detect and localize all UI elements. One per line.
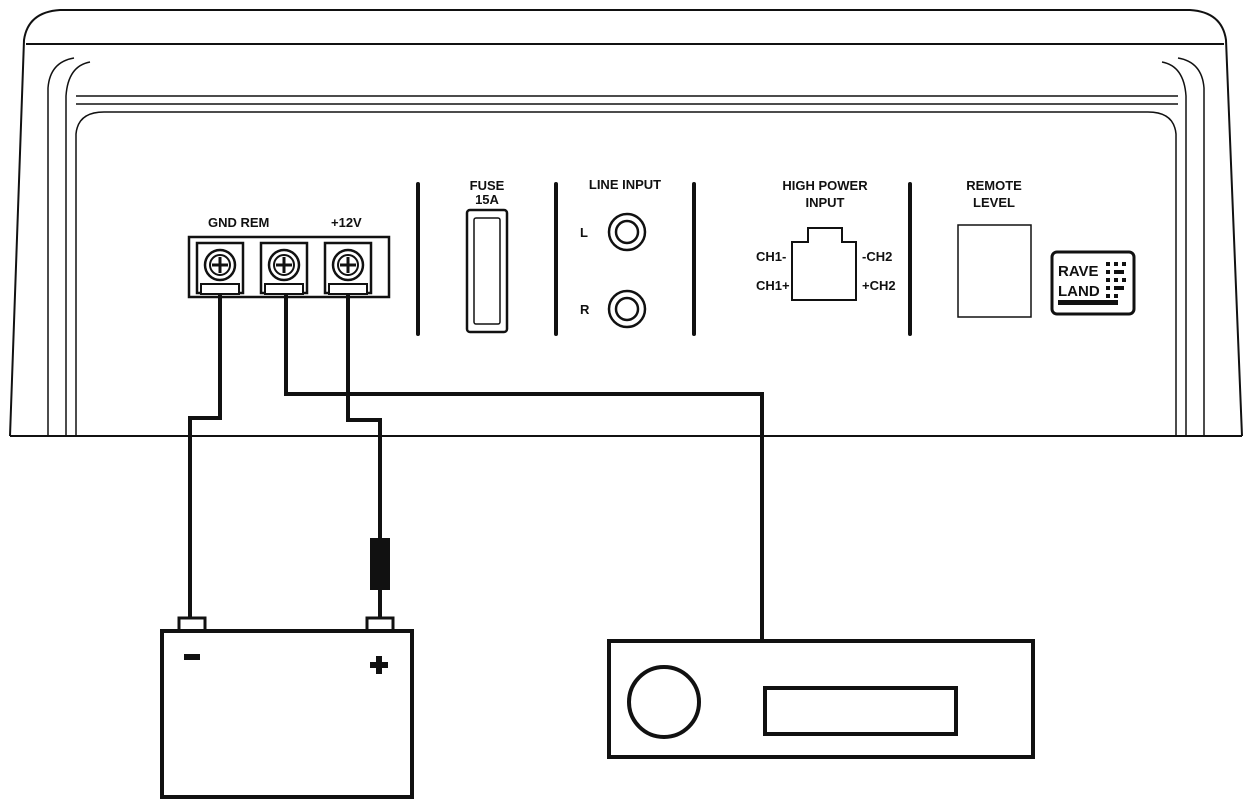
svg-text:RAVE: RAVE [1058,263,1099,280]
raveland-logo: RAVE LAND [1050,250,1136,316]
remote-wire [284,294,764,641]
ch1-plus-label: CH1+ [756,278,790,293]
high-power-input-section: HIGH POWER INPUT CH1- CH1+ -CH2 +CH2 [756,178,896,301]
remote-level-section: REMOTE LEVEL [957,178,1032,318]
high-power-connector[interactable] [791,227,857,301]
terminal-screw-rem [259,241,309,295]
terminal-screw-gnd [195,241,245,295]
svg-text:LAND: LAND [1058,283,1100,300]
high-power-label: HIGH POWER [782,178,868,193]
ch2-plus-label: +CH2 [862,278,896,293]
rca-jack-left[interactable] [607,212,647,252]
wiring [188,294,764,641]
line-input-label: LINE INPUT [589,177,661,192]
panel-dividers [416,182,912,336]
battery-minus-icon [184,654,200,660]
fuse-label: FUSE [470,178,505,193]
ground-wire [188,294,222,620]
terminal-screw-12v [323,241,373,295]
remote-level-port[interactable] [957,224,1032,318]
amplifier-housing [9,9,1243,437]
ch1-minus-label: CH1- [756,249,786,264]
power-wire [346,294,382,620]
high-power-input-label: INPUT [806,195,845,210]
inline-fuse [370,538,390,590]
fuse-section: FUSE 15A [465,178,509,334]
battery-plus-icon [370,656,388,674]
ch2-minus-label: -CH2 [862,249,892,264]
fuse-holder [465,208,509,334]
remote-label: REMOTE [966,178,1022,193]
left-channel-label: L [580,225,588,240]
plus12v-label: +12V [331,215,362,230]
gnd-rem-label: GND REM [208,215,269,230]
remote-level-label: LEVEL [973,195,1015,210]
right-channel-label: R [580,302,590,317]
line-input-section: LINE INPUT L R [580,177,661,329]
head-unit-volume-knob[interactable] [627,665,701,739]
terminal-block: GND REM +12V [187,215,391,299]
head-unit-display [763,686,958,736]
head-unit [607,639,1035,759]
rca-jack-right[interactable] [607,289,647,329]
battery [160,616,414,799]
fuse-rating-label: 15A [475,192,499,207]
